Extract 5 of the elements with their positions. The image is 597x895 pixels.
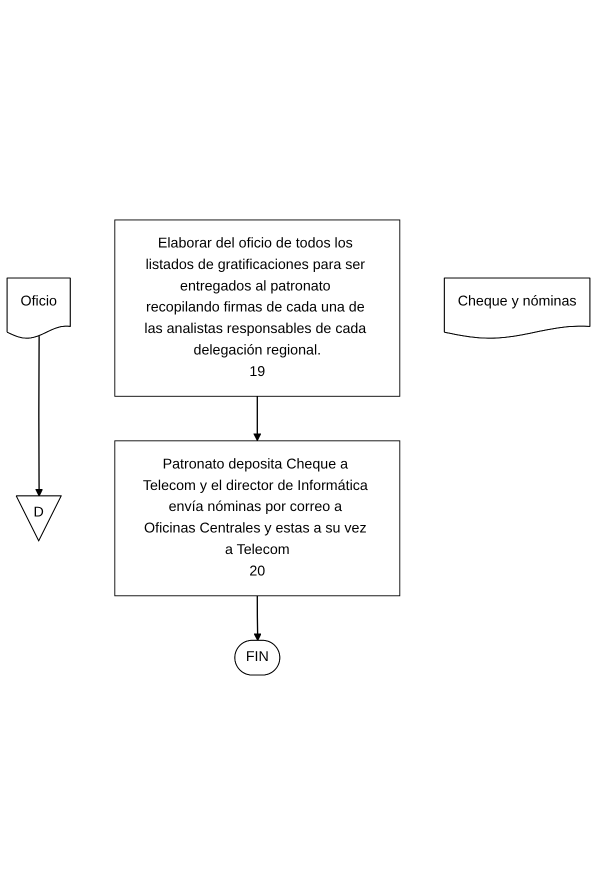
arrow xyxy=(253,396,262,442)
node-box: Patronato deposita Cheque a Telecom y el director de Informática envía nóminas por correo a Oficinas Centrales y estas a su vez a Telecom 20 xyxy=(114,440,400,596)
node-box: Elaborar del oficio de todos los listados de gratificaciones para ser entregados al patronato recopilando firmas de cada una de las analistas responsables de cada delegación regional. 19 xyxy=(114,220,400,397)
arrow xyxy=(254,596,262,642)
arrow xyxy=(35,336,44,497)
